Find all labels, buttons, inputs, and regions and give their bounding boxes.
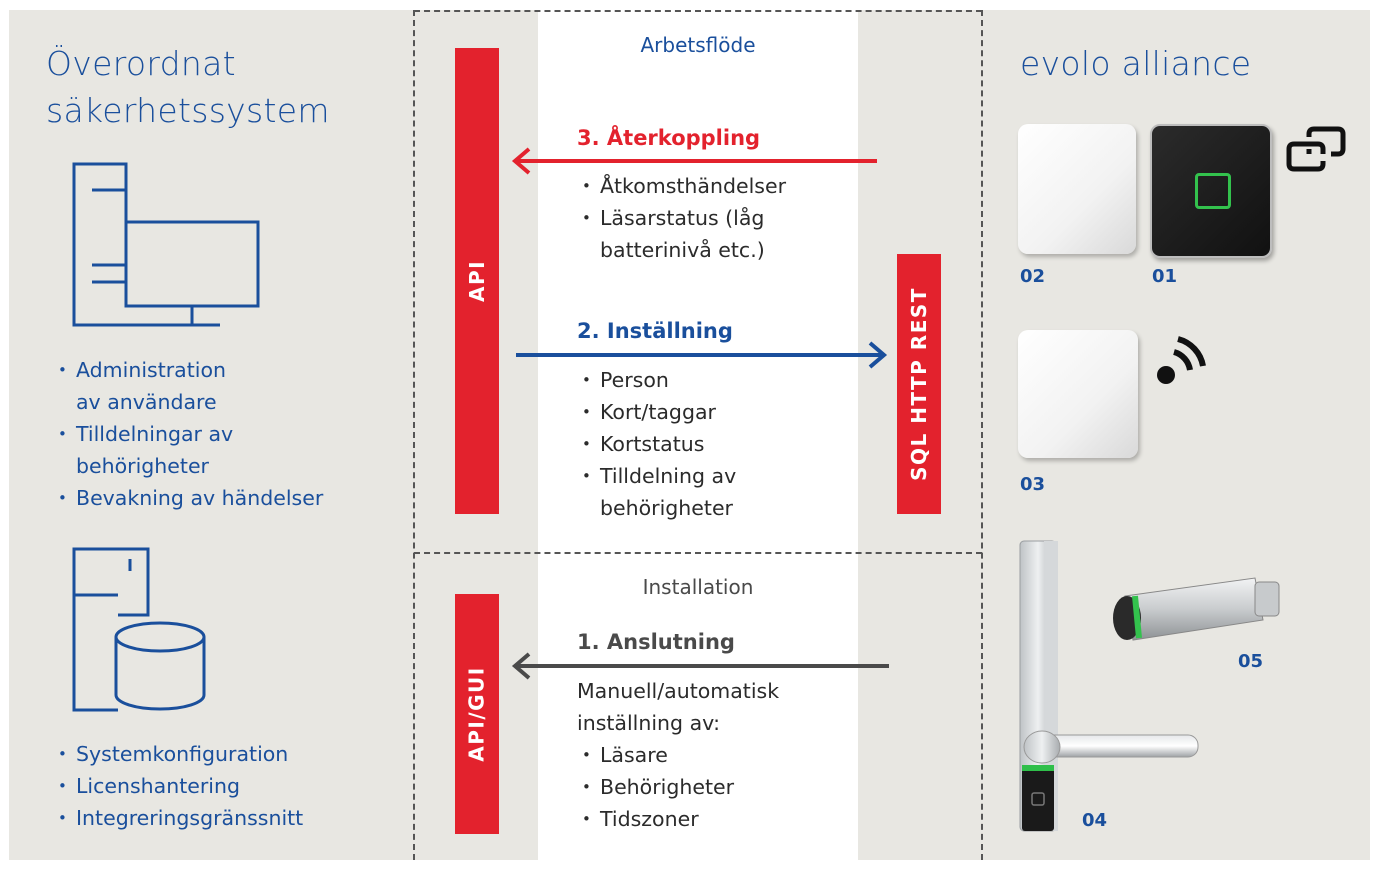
left-list1-item: behörigheter	[76, 454, 209, 478]
apigui-label: API/GUI	[465, 666, 490, 762]
left-title-line2: säkerhetssystem	[46, 91, 330, 130]
feedback-list: Åtkomsthändelser Läsarstatus (låg batter…	[574, 170, 786, 266]
left-dashed-line	[413, 10, 415, 860]
wireless-signal-icon	[1157, 336, 1206, 384]
connection-arrow	[511, 652, 889, 680]
connection-list: Läsare Behörigheter Tidszoner	[574, 739, 734, 835]
server-monitor-icon	[72, 162, 260, 327]
feedback-item: Läsarstatus (låg	[574, 202, 786, 234]
feedback-item: batterinivå etc.)	[600, 238, 765, 262]
device-04-image	[1019, 540, 1199, 832]
left-list1-item: Bevakning av händelser	[50, 482, 323, 514]
feedback-label: 3. Återkoppling	[577, 126, 761, 150]
database-server-icon	[72, 547, 206, 712]
setting-item: behörigheter	[600, 496, 733, 520]
connection-intro-line: inställning av:	[577, 711, 721, 735]
top-dashed-line	[414, 10, 982, 12]
api-label: API	[464, 259, 489, 303]
left-list2-item: Integreringsgränssnitt	[50, 802, 303, 834]
left-list1-item: av användare	[76, 390, 217, 414]
workflow-title: Arbetsflöde	[640, 33, 756, 57]
feedback-arrow	[511, 147, 877, 175]
link-icon	[1286, 126, 1346, 172]
left-title-line1: Överordnat	[46, 44, 236, 83]
left-list-1: Administration av användare Tilldelninga…	[50, 354, 323, 514]
device-01-image	[1150, 124, 1272, 258]
device-02-image	[1018, 124, 1136, 254]
section-divider	[414, 552, 982, 554]
connection-item: Tidszoner	[574, 803, 734, 835]
setting-item: Tilldelning av	[574, 460, 736, 492]
left-list1-item: Administration	[50, 354, 323, 386]
installation-title: Installation	[642, 575, 754, 599]
setting-list: Person Kort/taggar Kortstatus Tilldelnin…	[574, 364, 736, 524]
connection-intro-line: Manuell/automatisk	[577, 679, 780, 703]
device-05-label: 05	[1238, 651, 1264, 672]
device-03-image	[1018, 330, 1138, 458]
apigui-bar: API/GUI	[455, 594, 499, 834]
device-02-label: 02	[1020, 266, 1046, 287]
device-05-image	[1113, 577, 1280, 641]
setting-arrow	[516, 341, 888, 369]
setting-item: Person	[574, 364, 736, 396]
connection-intro: Manuell/automatisk inställning av:	[577, 675, 779, 739]
connection-label: 1. Anslutning	[577, 630, 735, 654]
left-list2-item: Systemkonfiguration	[50, 738, 303, 770]
left-list-2: Systemkonfiguration Licenshantering Inte…	[50, 738, 303, 834]
setting-item: Kortstatus	[574, 428, 736, 460]
right-title: evolo alliance	[1020, 44, 1252, 83]
device-03-label: 03	[1020, 474, 1046, 495]
device-04-label: 04	[1082, 810, 1108, 831]
connection-item: Läsare	[574, 739, 734, 771]
connection-item: Behörigheter	[574, 771, 734, 803]
left-list2-item: Licenshantering	[50, 770, 303, 802]
sql-bar: SQL HTTP REST	[897, 254, 941, 514]
right-dashed-line	[981, 10, 983, 860]
feedback-item: Åtkomsthändelser	[574, 170, 786, 202]
setting-item: Kort/taggar	[574, 396, 736, 428]
left-title: Överordnat säkerhetssystem	[46, 40, 330, 134]
device-01-label: 01	[1152, 266, 1178, 287]
api-bar: API	[455, 48, 499, 514]
sql-label: SQL HTTP REST	[907, 287, 932, 481]
setting-label: 2. Inställning	[577, 319, 733, 343]
left-list1-item: Tilldelningar av	[50, 418, 323, 450]
